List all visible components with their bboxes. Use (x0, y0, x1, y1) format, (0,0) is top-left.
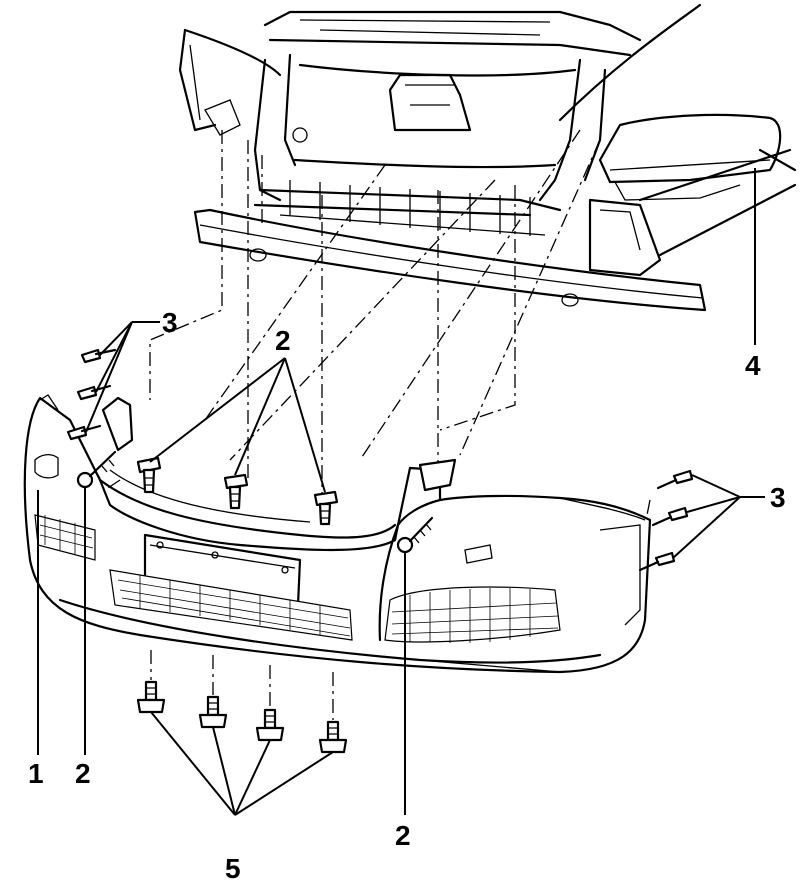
impact-bar (193, 208, 707, 312)
callout-2-top: 2 (275, 325, 291, 356)
screw-3-right-bottom (638, 551, 676, 572)
callout-5: 5 (225, 853, 241, 884)
callout-4: 4 (745, 350, 761, 381)
screw-3-left-bottom (66, 424, 102, 441)
front-end-carrier (178, 3, 797, 277)
headlamp-right (598, 113, 797, 201)
clip-2-center-right (313, 490, 339, 526)
right-side-grille (384, 586, 561, 643)
callout-3-right: 3 (770, 482, 786, 513)
clip-2-center-mid (223, 473, 249, 510)
leader-lines (37, 168, 765, 816)
clip-5-1 (136, 680, 166, 714)
screw-3-right-top (656, 469, 694, 490)
clip-5-2 (198, 695, 228, 729)
clip-5-4 (318, 720, 348, 754)
clip-5-3 (255, 708, 285, 742)
screw-3-left-mid (76, 384, 112, 401)
callout-1: 1 (28, 758, 44, 789)
carrier-ribs (279, 180, 546, 236)
bumper-cover (23, 394, 652, 674)
screw-3-left-top (80, 348, 117, 364)
lower-grille (109, 569, 353, 641)
callout-2-bottom: 2 (395, 820, 411, 851)
callout-3-left: 3 (162, 307, 178, 338)
screw-3-right-mid (651, 506, 689, 527)
callout-2-left: 2 (75, 758, 91, 789)
clip-2-center-left (136, 456, 162, 494)
